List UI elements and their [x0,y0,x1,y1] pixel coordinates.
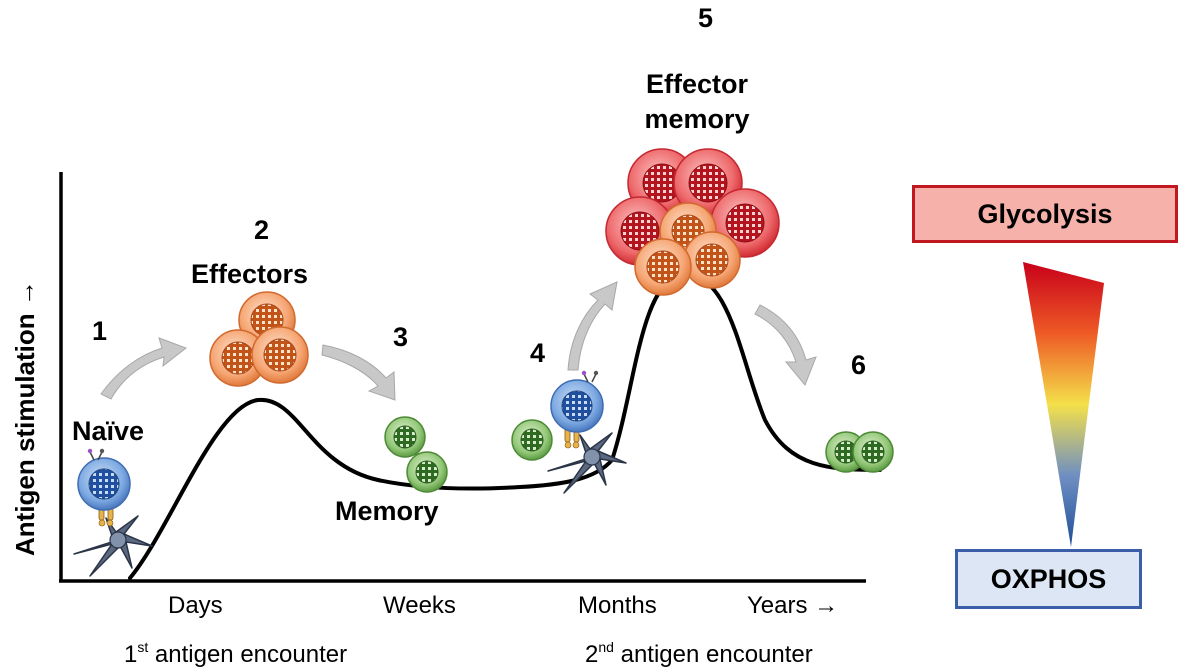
stage-label-effector-memory: Effector memory [622,71,772,133]
stage-label-memory: Memory [335,496,439,526]
stage-number-2: 2 [254,215,270,245]
metabolism-gradient [1023,262,1104,547]
glycolysis-box: Glycolysis [912,185,1178,243]
stage-label-naive: Naïve [72,416,145,446]
arrow-naive-to-effector [100,337,188,400]
y-axis-label: Antigen stimulation → [10,280,40,556]
stage-number-3: 3 [393,322,409,352]
first-encounter-text: antigen encounter [148,641,348,668]
stage-label-effector-memory-line2: memory [644,104,750,134]
effector-cells [209,291,309,387]
stage-number-4: 4 [530,338,546,368]
stage-label-effectors: Effectors [191,259,309,289]
memory-cells-stage3 [384,416,448,493]
memory-cells-stage6 [825,431,894,473]
arrow-effector-to-memory [321,344,396,401]
first-encounter-ordinal: 1 [124,641,138,668]
arrow-memory-to-effector-memory [567,281,618,371]
second-encounter-ordinal: 2 [585,641,599,668]
oxphos-box: OXPHOS [955,549,1142,609]
x-tick-days: Days [168,592,223,619]
second-encounter-text: antigen encounter [613,641,813,668]
second-encounter-superscript: nd [598,639,614,655]
oxphos-label: OXPHOS [990,563,1107,594]
effector-memory-cells [605,148,780,296]
first-encounter-label: 1st antigen encounter [124,640,347,667]
memory-t-cell-restimulation [511,370,627,494]
first-encounter-superscript: st [137,639,149,655]
x-tick-weeks: Weeks [383,592,456,619]
x-tick-months: Months [578,592,657,619]
stage-number-6: 6 [851,350,867,380]
x-tick-years: Years → [747,592,839,619]
second-encounter-label: 2nd antigen encounter [585,640,813,667]
naive-t-cell-group [73,448,153,577]
stage-label-effector-memory-line1: Effector [645,69,748,99]
stage-number-1: 1 [92,316,108,346]
stage-number-5: 5 [698,3,714,33]
glycolysis-label: Glycolysis [977,198,1113,229]
arrow-effector-memory-to-memory [754,304,817,386]
